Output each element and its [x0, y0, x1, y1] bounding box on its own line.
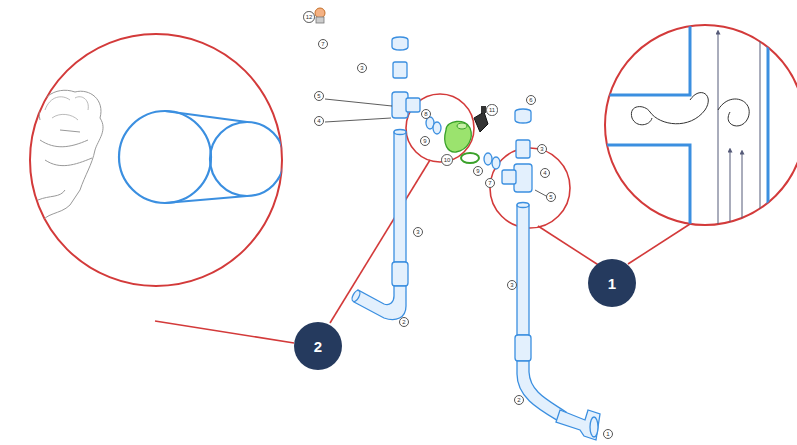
- callout-number: 7: [485, 178, 495, 188]
- callout-number: 9: [473, 166, 483, 176]
- cap-part: [315, 8, 325, 18]
- callout-number: 6: [526, 95, 536, 105]
- callout-number: 8: [421, 109, 431, 119]
- cap-part: [316, 17, 324, 23]
- callout-number: 12: [303, 11, 315, 23]
- callout-number: 2: [514, 395, 524, 405]
- marker-number: 2: [314, 339, 322, 354]
- callout-number: 1: [603, 429, 613, 439]
- pipe-part: [484, 109, 600, 440]
- callout-number: 3: [537, 144, 547, 154]
- detail-circle: [406, 94, 474, 162]
- marker-number: 1: [608, 276, 616, 291]
- valve-part: [445, 106, 488, 163]
- callout-number: 5: [314, 91, 324, 101]
- callout-number: 4: [314, 116, 324, 126]
- callout-number: 5: [546, 192, 556, 202]
- section-marker: 2: [294, 322, 342, 370]
- callout-number: 2: [399, 317, 409, 327]
- detail-circle: [490, 148, 570, 228]
- pipe-part: [351, 37, 441, 320]
- callout-number: 9: [420, 136, 430, 146]
- callout-number: 11: [486, 104, 497, 115]
- callout-number: 3: [357, 63, 367, 73]
- callout-number: 4: [540, 168, 550, 178]
- zoom-circle: [600, 20, 797, 230]
- callout-number: 3: [413, 227, 423, 237]
- callout-number: 3: [507, 280, 517, 290]
- callout-number: 7: [318, 39, 328, 49]
- callout-number: 10: [441, 154, 453, 166]
- leader-line: [325, 99, 548, 197]
- section-marker: 1: [588, 259, 636, 307]
- zoom-circle: [30, 34, 284, 286]
